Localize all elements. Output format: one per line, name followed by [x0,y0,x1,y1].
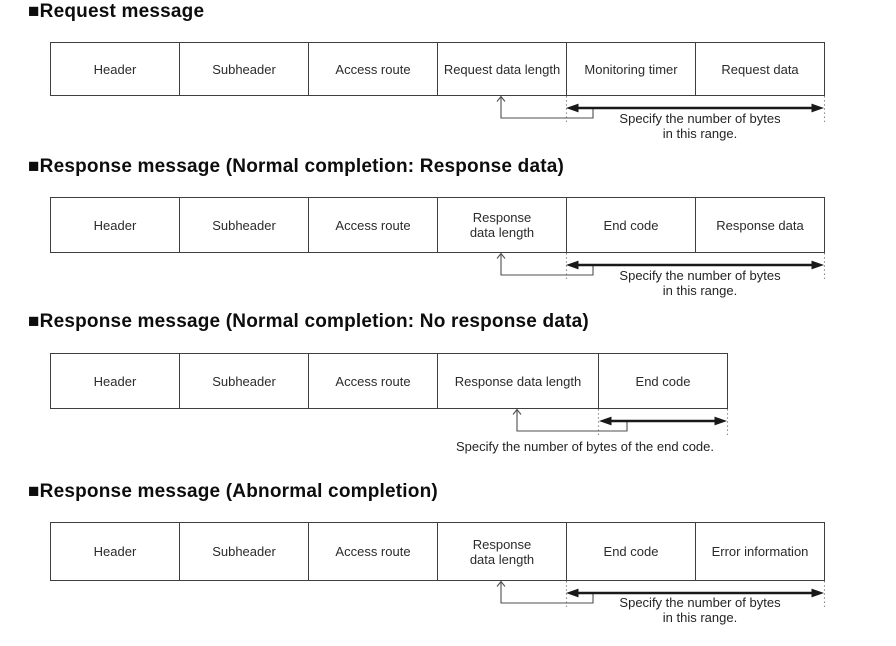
box-response-data-length: Response data length [437,522,567,581]
range-note: Specify the number of bytes in this rang… [619,111,781,141]
up-arrow-icon [496,580,506,587]
left-arrowhead-icon [566,588,579,598]
box-header: Header [50,197,180,253]
box-monitoring-timer: Monitoring timer [566,42,696,96]
up-arrow-icon [496,252,506,259]
length-pointer-line [500,582,594,604]
section-title-request-message: ■Request message [28,1,205,22]
box-subheader: Subheader [179,42,309,96]
right-arrowhead-icon [811,588,824,598]
box-request-data: Request data [695,42,825,96]
box-end-code: End code [598,353,728,409]
box-access-route: Access route [308,522,438,581]
box-error-information: Error information [695,522,825,581]
box-response-data: Response data [695,197,825,253]
end-code-range-annotation [512,408,729,435]
box-access-route: Access route [308,42,438,96]
box-header: Header [50,522,180,581]
left-arrowhead-icon [566,103,579,113]
box-end-code: End code [566,522,696,581]
box-request-data-length: Request data length [437,42,567,96]
right-arrowhead-icon [811,103,824,113]
up-arrow-icon [496,95,506,102]
up-arrow-icon [512,408,522,415]
length-pointer-line [500,97,594,119]
right-arrowhead-icon [714,416,727,426]
box-end-code: End code [566,197,696,253]
end-code-note: Specify the number of bytes of the end c… [456,439,714,454]
box-subheader: Subheader [179,522,309,581]
length-pointer-line [516,410,628,432]
box-subheader: Subheader [179,197,309,253]
right-arrowhead-icon [811,260,824,270]
range-note: Specify the number of bytes in this rang… [619,595,781,625]
box-access-route: Access route [308,353,438,409]
request-range-annotation [496,95,826,122]
left-arrowhead-icon [599,416,612,426]
section-title-response-normal-no-data: ■Response message (Normal completion: No… [28,311,589,332]
box-access-route: Access route [308,197,438,253]
box-response-data-length: Response data length [437,353,599,409]
abnormal-range-annotation [496,580,826,607]
box-header: Header [50,353,180,409]
section-title-response-normal-with-data: ■Response message (Normal completion: Re… [28,156,565,177]
box-subheader: Subheader [179,353,309,409]
left-arrowhead-icon [566,260,579,270]
box-response-data-length: Response data length [437,197,567,253]
response-range-annotation [496,252,826,279]
length-pointer-line [500,254,594,276]
range-note: Specify the number of bytes in this rang… [619,268,781,298]
section-title-response-abnormal: ■Response message (Abnormal completion) [28,481,438,502]
box-header: Header [50,42,180,96]
